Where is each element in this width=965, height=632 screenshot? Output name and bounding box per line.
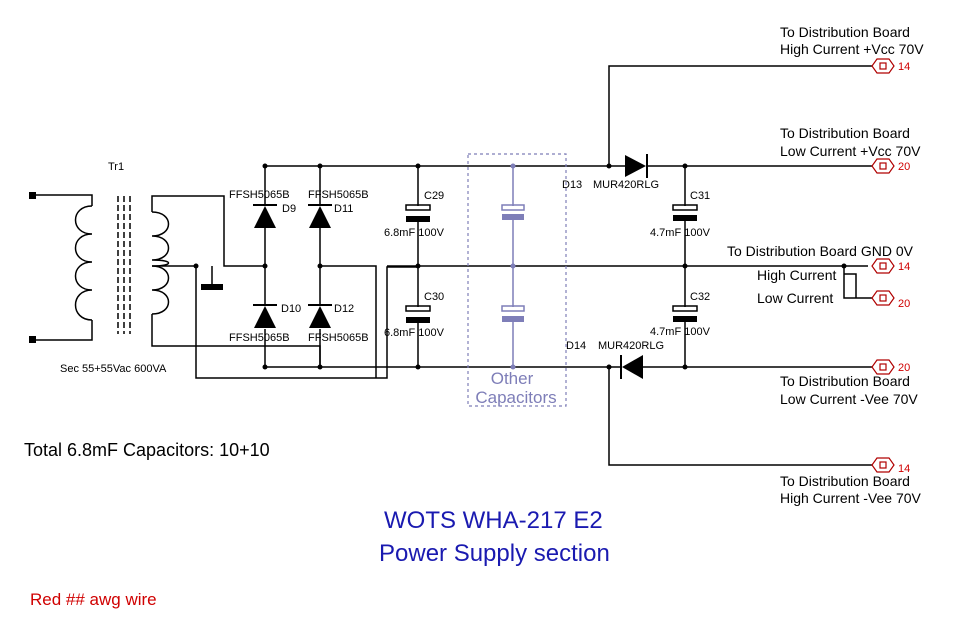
terminal-lc-vcc: 20 — [871, 158, 910, 174]
capacitor-c29-value: 6.8mF 100V — [384, 227, 445, 239]
other-capacitors-label-line2: Capacitors — [475, 388, 556, 407]
secondary-leads — [151, 195, 418, 379]
wire-gauge-note: Red ## awg wire — [30, 590, 157, 609]
capacitor-c30-value: 6.8mF 100V — [384, 327, 445, 339]
terminal-gnd-high: 14 — [871, 258, 910, 274]
diode-d9-body — [254, 206, 276, 228]
diode-d10-ref: D10 — [281, 303, 301, 315]
terminal-hc-vcc: 14 — [871, 58, 910, 74]
diagram-title-line1: WOTS WHA-217 E2 — [384, 507, 603, 534]
high-current-vcc-wire — [608, 65, 872, 166]
lc-vcc-label-line2: Low Current +Vcc 70V — [780, 143, 921, 159]
capacitor-c31-value: 4.7mF 100V — [650, 227, 711, 239]
diode-d11-ref: D11 — [334, 203, 353, 215]
capacitor-c30-ref: C30 — [424, 291, 444, 303]
ground-symbol — [201, 284, 223, 290]
diode-d13: D13 MUR420RLG — [562, 154, 659, 191]
diode-d13-part: MUR420RLG — [593, 179, 659, 191]
terminal-lc-vee: 20 — [871, 359, 910, 375]
bridge-ac-link — [320, 265, 377, 378]
diode-d9-part: FFSH5065B — [229, 189, 290, 201]
diode-d14: D14 MUR420RLG — [566, 340, 664, 379]
terminal-gnd-high-awg: 14 — [898, 261, 910, 273]
hc-vee-label-line1: To Distribution Board — [780, 473, 910, 489]
terminal-lc-vee-awg: 20 — [898, 362, 910, 374]
gnd-high-current-label: High Current — [757, 267, 836, 283]
capacitor-c32: C32 4.7mF 100V — [650, 266, 711, 370]
hc-vee-label-line2: High Current -Vee 70V — [780, 490, 922, 506]
terminal-gnd-low: 20 — [871, 290, 910, 310]
gnd-label: To Distribution Board GND 0V — [727, 243, 914, 259]
diode-d14-body — [622, 355, 643, 379]
diode-d13-body — [625, 155, 646, 177]
capacitor-c32-value: 4.7mF 100V — [650, 326, 711, 338]
terminal-hc-vcc-awg: 14 — [898, 61, 910, 73]
capacitor-c29: C29 6.8mF 100V — [384, 163, 445, 266]
diode-d12-ref: D12 — [334, 303, 354, 315]
diode-d14-ref: D14 — [566, 340, 586, 352]
diode-d10-body — [254, 306, 276, 328]
primary-terminal-top — [29, 192, 36, 199]
diagram-title-line2: Power Supply section — [379, 540, 610, 567]
diode-d13-ref: D13 — [562, 179, 582, 191]
capacitor-c31-ref: C31 — [690, 190, 710, 202]
primary-coil — [74, 205, 93, 321]
hc-vcc-label-line1: To Distribution Board — [780, 24, 910, 40]
hc-vcc-label-line2: High Current +Vcc 70V — [780, 41, 924, 57]
lc-vcc-label-line1: To Distribution Board — [780, 125, 910, 141]
capacitor-c31: C31 4.7mF 100V — [650, 163, 711, 269]
terminal-hc-vee: 14 — [871, 457, 910, 475]
other-capacitors-box — [467, 153, 567, 407]
capacitor-c29-ref: C29 — [424, 190, 444, 202]
terminal-gnd-low-awg: 20 — [898, 298, 910, 310]
transformer-tr1: Tr1 Sec 55+55Vac 600VA — [29, 161, 418, 379]
terminal-lc-vcc-awg: 20 — [898, 161, 910, 173]
capacitor-c32-ref: C32 — [690, 291, 710, 303]
bridge-rectifier: FFSH5065B D9 FFSH5065B D11 D10 FFSH5065B… — [229, 163, 377, 378]
secondary-coil — [151, 211, 170, 315]
primary-leads — [36, 194, 93, 341]
transformer-ref: Tr1 — [108, 161, 124, 173]
diode-d11-part: FFSH5065B — [308, 189, 369, 201]
total-capacitors-note: Total 6.8mF Capacitors: 10+10 — [24, 440, 270, 460]
other-capacitors-group: Other Capacitors — [467, 153, 567, 407]
capacitor-c30: C30 6.8mF 100V — [384, 263, 445, 370]
diode-d12-part: FFSH5065B — [308, 332, 369, 344]
diode-d14-part: MUR420RLG — [598, 340, 664, 352]
diode-d9-ref: D9 — [282, 203, 296, 215]
transformer-spec: Sec 55+55Vac 600VA — [60, 363, 167, 375]
diode-d10-part: FFSH5065B — [229, 332, 290, 344]
gnd-low-current-label: Low Current — [757, 290, 833, 306]
gnd-split-wires — [843, 266, 872, 299]
transformer-core — [117, 196, 131, 334]
lc-vee-label-line2: Low Current -Vee 70V — [780, 391, 918, 407]
diode-d11-body — [309, 206, 331, 228]
terminal-hc-vee-awg: 14 — [898, 463, 910, 475]
high-current-vee-wire — [608, 367, 872, 466]
primary-terminal-bottom — [29, 336, 36, 343]
diode-d12-body — [309, 306, 331, 328]
lc-vee-label-line1: To Distribution Board — [780, 373, 910, 389]
other-capacitors-label-line1: Other — [491, 369, 534, 388]
